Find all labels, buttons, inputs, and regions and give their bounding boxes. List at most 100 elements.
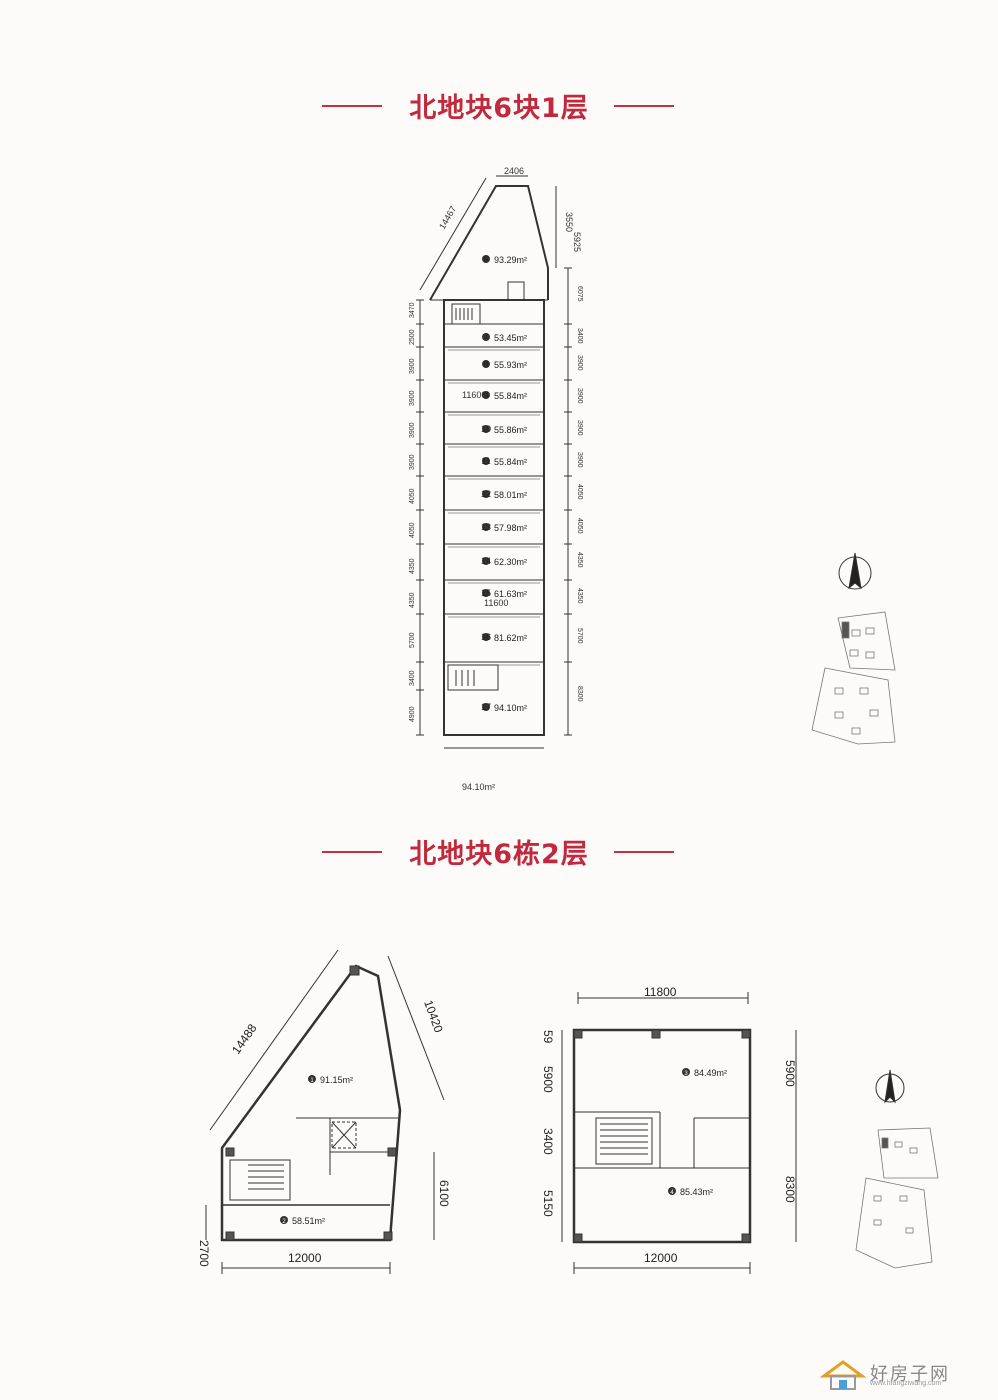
svg-text:3400: 3400 (409, 670, 416, 686)
svg-text:3900: 3900 (576, 355, 583, 371)
svg-text:16: 16 (481, 632, 491, 642)
svg-text:4350: 4350 (576, 552, 583, 568)
watermark-name: 好房子网 (870, 1364, 950, 1385)
svg-text:11600: 11600 (462, 390, 486, 400)
svg-text:9: 9 (483, 390, 488, 400)
svg-text:12000: 12000 (288, 1251, 322, 1265)
svg-text:10420: 10420 (421, 998, 446, 1034)
floor2-heading: 北地块6栋2层 (0, 832, 998, 872)
svg-text:59: 59 (541, 1030, 555, 1044)
svg-text:4350: 4350 (576, 588, 583, 604)
svg-text:5925: 5925 (572, 232, 582, 252)
svg-text:8300: 8300 (783, 1176, 797, 1203)
svg-text:11800: 11800 (644, 985, 677, 999)
svg-text:14467: 14467 (437, 204, 458, 231)
floor2-right-labels: 3 84.49m² 4 85.43m² 11800 59 5900 3400 515… (541, 985, 797, 1265)
svg-text:4350: 4350 (409, 592, 416, 608)
unit-label: 9 55.84m² (482, 390, 527, 401)
site-map-icon (811, 611, 896, 745)
svg-text:5900: 5900 (541, 1066, 555, 1093)
unit-label: 4 85.43m² (668, 1187, 713, 1197)
site-map-icon (855, 1127, 939, 1269)
unit-label: 6 93.29m² (482, 254, 527, 265)
svg-text:12: 12 (481, 489, 491, 499)
svg-text:7: 7 (483, 332, 488, 342)
svg-text:55.86m²: 55.86m² (494, 425, 527, 435)
watermark-url: www.hfangziwang.com (870, 1380, 942, 1387)
svg-text:2: 2 (282, 1219, 286, 1225)
floor1-title: 北地块6块1层 (409, 93, 589, 124)
svg-text:57.98m²: 57.98m² (494, 523, 527, 533)
svg-text:5700: 5700 (409, 632, 416, 648)
svg-text:3900: 3900 (576, 452, 583, 468)
svg-text:61.63m²: 61.63m² (494, 589, 527, 599)
svg-text:3900: 3900 (576, 388, 583, 404)
svg-text:4350: 4350 (409, 558, 416, 574)
house-logo-icon (819, 1360, 867, 1390)
svg-text:53.45m²: 53.45m² (494, 333, 527, 343)
floor2-left-plan (205, 949, 445, 1274)
svg-text:13: 13 (481, 522, 491, 532)
heading-rule-left (322, 851, 382, 853)
svg-text:3470: 3470 (409, 302, 416, 318)
svg-text:94.10m²: 94.10m² (494, 703, 527, 713)
svg-text:4050: 4050 (576, 518, 583, 534)
svg-text:14488: 14488 (229, 1021, 260, 1057)
svg-text:2700: 2700 (197, 1240, 211, 1267)
svg-text:10: 10 (481, 424, 491, 434)
svg-text:8300: 8300 (576, 686, 583, 702)
svg-text:6075: 6075 (576, 286, 583, 302)
svg-text:11600: 11600 (484, 598, 508, 608)
svg-text:1: 1 (310, 1078, 314, 1084)
svg-text:15: 15 (481, 588, 491, 598)
svg-text:14: 14 (481, 556, 491, 566)
svg-text:5900: 5900 (783, 1060, 797, 1087)
floor1-dimension-labels: 11600 11600 2406 94.10m² 14467 3550 5925… (409, 166, 583, 792)
heading-rule-right (614, 105, 674, 107)
svg-text:3400: 3400 (541, 1128, 555, 1155)
svg-text:84.49m²: 84.49m² (694, 1068, 727, 1078)
watermark: 好房子网 www.hfangziwang.com (818, 1358, 978, 1392)
svg-text:6: 6 (483, 254, 488, 264)
unit-label: 7 53.45m² (482, 332, 527, 343)
svg-text:85.43m²: 85.43m² (680, 1187, 713, 1197)
svg-text:55.84m²: 55.84m² (494, 457, 527, 467)
svg-text:4050: 4050 (576, 484, 583, 500)
heading-rule-left (322, 105, 382, 107)
heading-rule-right (614, 851, 674, 853)
svg-text:81.62m²: 81.62m² (494, 633, 527, 643)
svg-text:2500: 2500 (409, 329, 416, 345)
svg-text:4050: 4050 (409, 522, 416, 538)
svg-text:55.84m²: 55.84m² (494, 391, 527, 401)
unit-label: 1 91.15m² (308, 1075, 353, 1085)
compass-icon (875, 1069, 905, 1104)
unit-label: 11 55.84m² (481, 456, 527, 467)
svg-text:11: 11 (481, 456, 490, 466)
svg-text:3900: 3900 (576, 420, 583, 436)
svg-text:4: 4 (670, 1190, 674, 1196)
floor1-plan (416, 175, 572, 749)
svg-text:12000: 12000 (644, 1251, 678, 1265)
svg-text:94.10m²: 94.10m² (462, 782, 495, 792)
svg-text:93.29m²: 93.29m² (494, 255, 527, 265)
svg-text:91.15m²: 91.15m² (320, 1075, 353, 1085)
svg-text:3900: 3900 (409, 422, 416, 438)
svg-text:3400: 3400 (576, 328, 583, 344)
compass-icon (838, 552, 872, 590)
svg-text:3: 3 (684, 1071, 688, 1077)
svg-text:62.30m²: 62.30m² (494, 557, 527, 567)
svg-text:55.93m²: 55.93m² (494, 360, 527, 370)
svg-text:5150: 5150 (541, 1190, 555, 1217)
svg-text:5700: 5700 (576, 628, 583, 644)
svg-text:3900: 3900 (409, 454, 416, 470)
svg-text:3550: 3550 (564, 212, 574, 232)
svg-text:4900: 4900 (409, 706, 416, 722)
